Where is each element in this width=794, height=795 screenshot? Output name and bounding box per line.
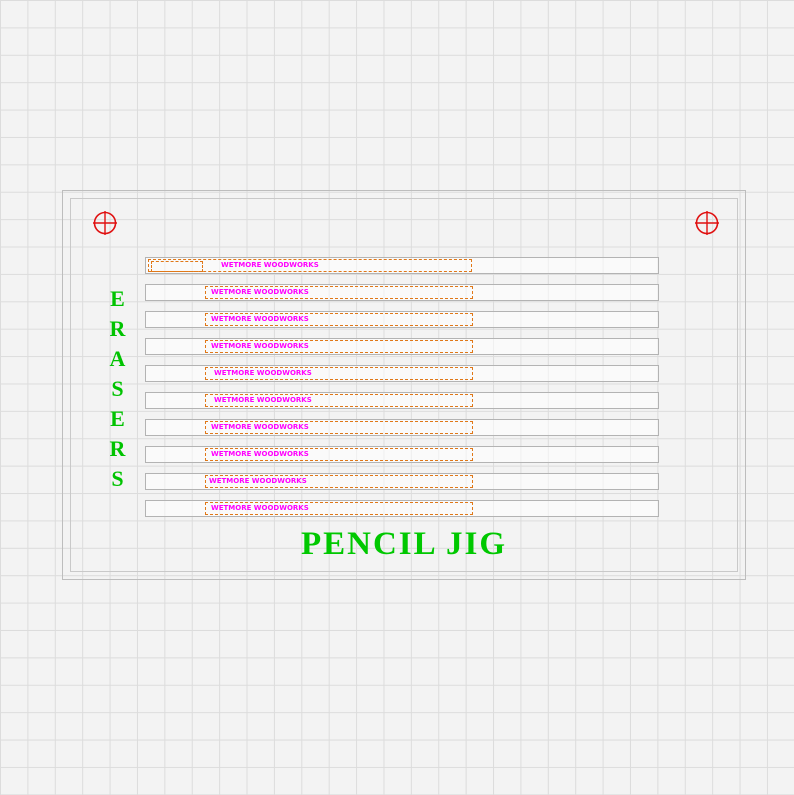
pencil-slot: WETMORE WOODWORKS — [145, 446, 659, 463]
pencil-slot: WETMORE WOODWORKS — [145, 365, 659, 382]
engrave-outline: WETMORE WOODWORKS — [205, 448, 473, 461]
brand-engraving-text: WETMORE WOODWORKS — [211, 288, 309, 296]
crosshair-icon — [92, 210, 118, 236]
pencil-slot: WETMORE WOODWORKS — [145, 500, 659, 517]
engrave-outline: WETMORE WOODWORKS — [205, 367, 473, 380]
pencil-slot: WETMORE WOODWORKS — [145, 311, 659, 328]
pencil-slot: WETMORE WOODWORKS — [145, 392, 659, 409]
vertical-label-erasers: ERASERS — [105, 286, 130, 496]
brand-engraving-text: WETMORE WOODWORKS — [209, 477, 307, 485]
pencil-slot: WETMORE WOODWORKS — [145, 419, 659, 436]
engrave-outline: WETMORE WOODWORKS — [148, 259, 472, 272]
brand-engraving-text: WETMORE WOODWORKS — [211, 504, 309, 512]
brand-engraving-text: WETMORE WOODWORKS — [214, 396, 312, 404]
crosshair-icon — [694, 210, 720, 236]
engrave-outline: WETMORE WOODWORKS — [205, 313, 473, 326]
engrave-outline: WETMORE WOODWORKS — [205, 394, 473, 407]
brand-engraving-text: WETMORE WOODWORKS — [221, 261, 319, 269]
pencil-slot: WETMORE WOODWORKS — [145, 257, 659, 274]
brand-engraving-text: WETMORE WOODWORKS — [214, 369, 312, 377]
page-title: PENCIL JIG — [300, 526, 508, 562]
pencil-slot: WETMORE WOODWORKS — [145, 338, 659, 355]
engrave-outline-small — [151, 261, 203, 272]
pencil-slot-group: WETMORE WOODWORKS WETMORE WOODWORKS WETM… — [145, 257, 659, 519]
brand-engraving-text: WETMORE WOODWORKS — [211, 423, 309, 431]
brand-engraving-text: WETMORE WOODWORKS — [211, 315, 309, 323]
engrave-outline: WETMORE WOODWORKS — [205, 475, 473, 488]
brand-engraving-text: WETMORE WOODWORKS — [211, 450, 309, 458]
engrave-outline: WETMORE WOODWORKS — [205, 502, 473, 515]
engrave-outline: WETMORE WOODWORKS — [205, 340, 473, 353]
brand-engraving-text: WETMORE WOODWORKS — [211, 342, 309, 350]
pencil-slot: WETMORE WOODWORKS — [145, 473, 659, 490]
pencil-slot: WETMORE WOODWORKS — [145, 284, 659, 301]
engrave-outline: WETMORE WOODWORKS — [205, 286, 473, 299]
jig-board-inner-outline — [70, 198, 738, 572]
jig-board-outline — [62, 190, 746, 580]
engrave-outline: WETMORE WOODWORKS — [205, 421, 473, 434]
